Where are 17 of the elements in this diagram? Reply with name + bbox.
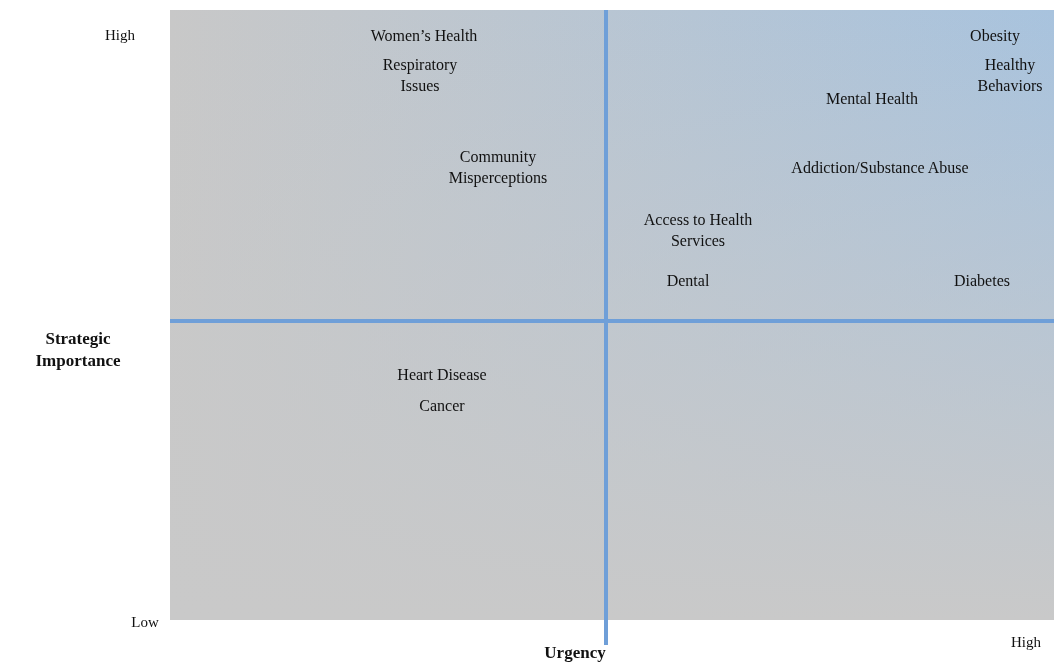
issue-label: Dental xyxy=(666,270,710,291)
axis-title: Strategic Importance xyxy=(34,327,122,372)
issue-label: Obesity xyxy=(970,25,1020,47)
issue-label: Healthy Behaviors xyxy=(976,55,1044,96)
issue-label: Access to Health Services xyxy=(642,210,754,251)
issue-label: Cancer xyxy=(419,395,465,416)
issue-label: Community Misperceptions xyxy=(447,147,549,189)
issue-label: Women’s Health xyxy=(370,25,478,46)
axis-label: High xyxy=(105,26,135,46)
issue-label: Diabetes xyxy=(954,270,1010,291)
issue-label: Mental Health xyxy=(826,88,918,109)
issue-label: Heart Disease xyxy=(397,364,487,385)
axis-label: Low xyxy=(131,613,159,633)
issue-label: Respiratory Issues xyxy=(381,55,459,96)
axis-title: Urgency xyxy=(544,641,606,662)
axis-label: High xyxy=(1011,633,1041,653)
issue-label: Addiction/Substance Abuse xyxy=(790,157,970,178)
